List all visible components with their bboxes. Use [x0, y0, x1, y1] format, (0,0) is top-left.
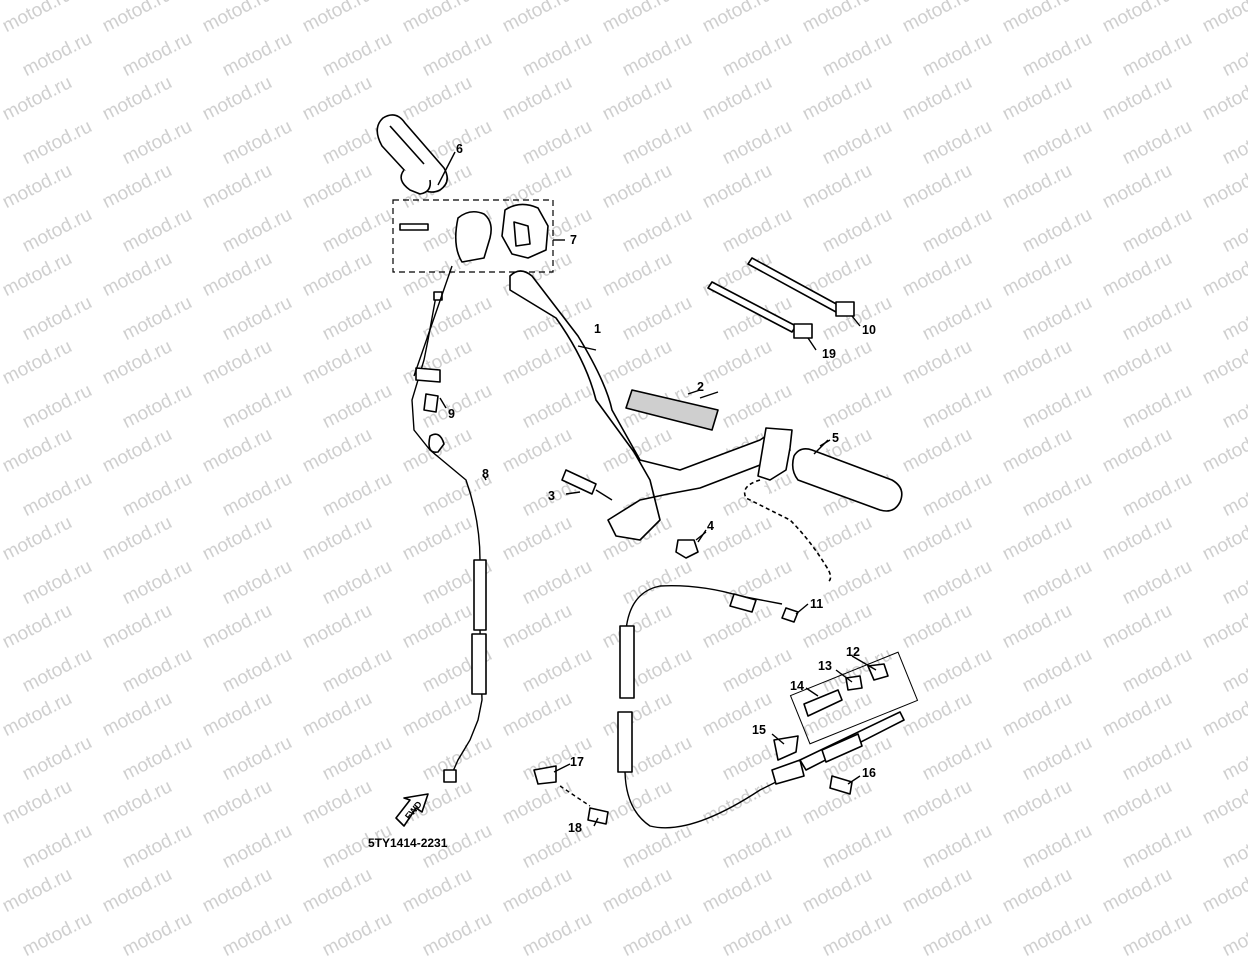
bracket-15-part[interactable]: [771, 711, 905, 785]
callout-4: 4: [707, 519, 714, 533]
callout-7: 7: [570, 233, 577, 247]
clutch-cable-part[interactable]: [617, 585, 801, 829]
callout-12: 12: [846, 645, 860, 659]
callout-14: 14: [790, 679, 804, 693]
cable-tie-19-part[interactable]: [707, 281, 817, 351]
callout-19: 19: [822, 347, 836, 361]
diagram-code: 5TY1414-2231: [368, 836, 448, 850]
callout-9: 9: [448, 407, 455, 421]
callout-11: 11: [810, 597, 823, 611]
callout-3: 3: [548, 489, 555, 503]
switch-housing-part[interactable]: [392, 199, 565, 273]
forward-arrow-icon: FWD: [395, 793, 429, 827]
handlebar-pad-part[interactable]: [625, 389, 719, 431]
callout-16: 16: [862, 766, 876, 780]
callout-13: 13: [818, 659, 832, 673]
leader-lines: [413, 265, 877, 827]
cable-tie-10-part[interactable]: [747, 257, 861, 327]
callout-18: 18: [568, 821, 582, 835]
parts-diagram: FWD 1 2 3 4 5 6 7 8 9 10 11 12 13 14 15 …: [368, 114, 919, 850]
callout-1: 1: [594, 322, 601, 336]
bolt-18-part[interactable]: [587, 807, 609, 825]
throttle-grip-part[interactable]: [376, 114, 456, 195]
callout-15: 15: [752, 723, 766, 737]
bolt-16-part[interactable]: [829, 775, 853, 795]
callout-6: 6: [456, 142, 463, 156]
cable-clamp-17-part[interactable]: [533, 765, 591, 807]
callout-8: 8: [482, 467, 489, 481]
cable-bolt-part[interactable]: [415, 367, 441, 413]
handlebar-nut-part[interactable]: [675, 529, 707, 559]
callout-labels: 1 2 3 4 5 6 7 8 9 10 11 12 13 14 15 16 1…: [448, 142, 876, 835]
adjuster-13-part[interactable]: [845, 675, 863, 691]
callout-17: 17: [570, 755, 584, 769]
callout-10: 10: [862, 323, 876, 337]
callout-2: 2: [697, 380, 704, 394]
spring-14-part[interactable]: [789, 651, 919, 745]
handlebar-bolt-part[interactable]: [561, 469, 613, 501]
callout-5: 5: [832, 431, 839, 445]
throttle-cable-part[interactable]: [411, 291, 487, 783]
left-grip-part[interactable]: [743, 427, 903, 583]
